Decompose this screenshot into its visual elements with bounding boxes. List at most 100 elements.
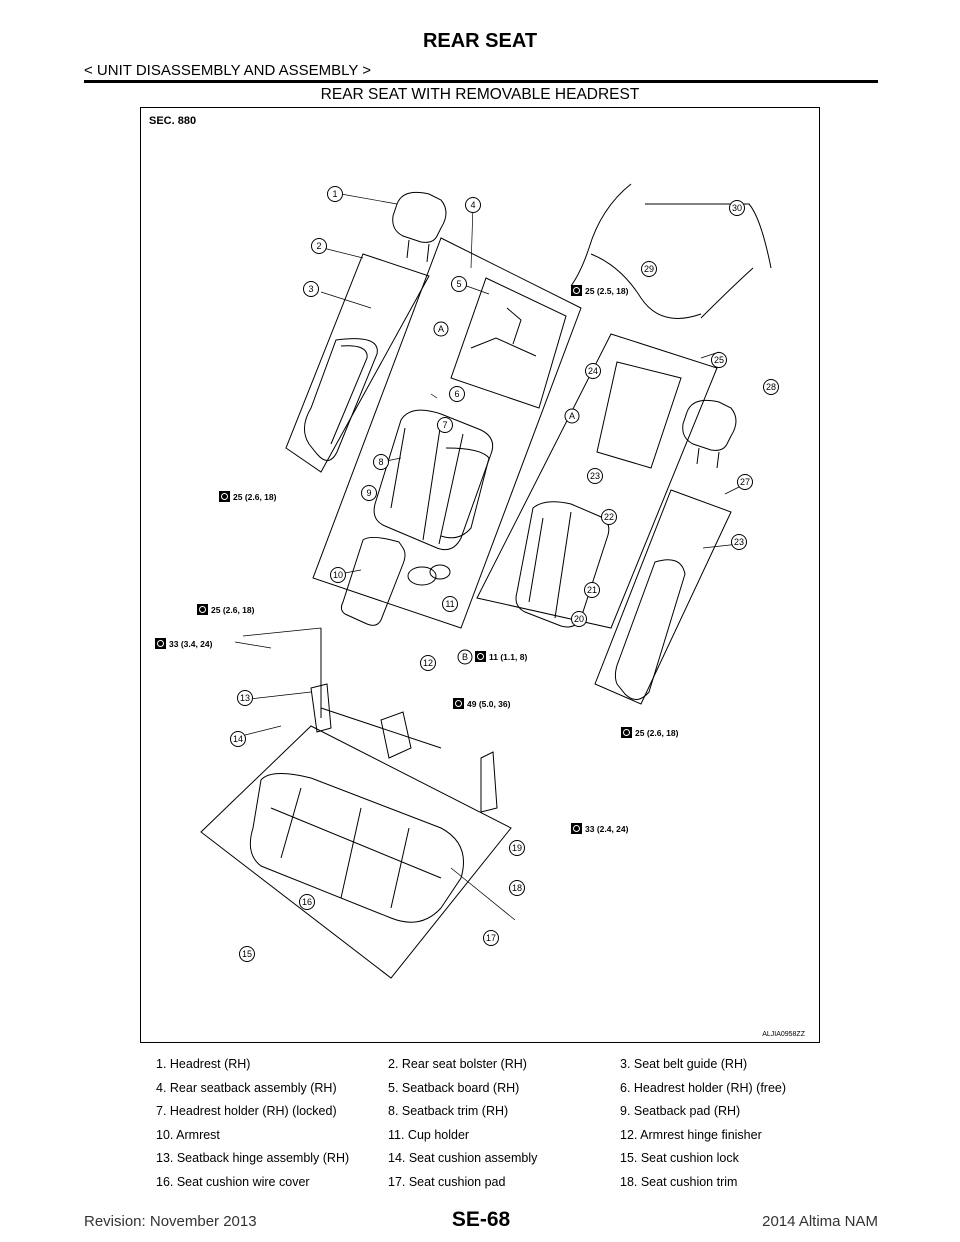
parts-legend: 1. Headrest (RH) 2. Rear seat bolster (R… <box>156 1057 856 1198</box>
svg-text:4: 4 <box>470 200 475 210</box>
page-number: SE-68 <box>451 1208 511 1231</box>
callout-10: 10 <box>330 567 346 583</box>
callout-14: 14 <box>230 731 246 747</box>
legend-item: 9. Seatback pad (RH) <box>620 1104 741 1118</box>
svg-text:19: 19 <box>512 843 522 853</box>
torque-spec: 33 (2.4, 24) <box>571 823 629 834</box>
legend-row: 1. Headrest (RH) 2. Rear seat bolster (R… <box>156 1057 856 1081</box>
legend-row: 10. Armrest 11. Cup holder 12. Armrest h… <box>156 1128 856 1152</box>
callout-17: 17 <box>483 930 499 946</box>
torque-spec: 33 (3.4, 24) <box>155 638 213 649</box>
callout-7: 7 <box>437 417 453 433</box>
svg-text:29: 29 <box>644 264 654 274</box>
svg-text:17: 17 <box>486 933 496 943</box>
callout-27: 27 <box>737 474 753 490</box>
torque-spec: 49 (5.0, 36) <box>453 698 511 709</box>
svg-text:9: 9 <box>366 488 371 498</box>
legend-item: 2. Rear seat bolster (RH) <box>388 1057 527 1071</box>
svg-text:21: 21 <box>587 585 597 595</box>
svg-text:B: B <box>462 652 468 662</box>
callout-13: 13 <box>237 690 253 706</box>
svg-text:28: 28 <box>766 382 776 392</box>
callout-28: 28 <box>763 379 779 395</box>
svg-text:49 (5.0, 36): 49 (5.0, 36) <box>467 699 511 709</box>
svg-text:27: 27 <box>740 477 750 487</box>
legend-item: 15. Seat cushion lock <box>620 1151 739 1165</box>
section-label: SEC. 880 <box>149 115 197 127</box>
seat-belt-guide-wire <box>570 183 772 319</box>
svg-text:2: 2 <box>316 241 321 251</box>
callout-18: 18 <box>509 880 525 896</box>
legend-item: 13. Seatback hinge assembly (RH) <box>156 1151 350 1165</box>
svg-text:25: 25 <box>714 355 724 365</box>
torque-wrench-icon <box>221 493 228 500</box>
rear-seat-bolster-panel <box>285 253 430 473</box>
legend-item: 7. Headrest holder (RH) (locked) <box>156 1104 337 1118</box>
seatback-hinge-parts <box>310 628 498 813</box>
callout-16: 16 <box>299 894 315 910</box>
reference-letter-b: B <box>457 649 473 665</box>
model-text: 2014 Altima NAM <box>762 1213 878 1230</box>
legend-item: 17. Seat cushion pad <box>388 1174 506 1189</box>
callout-30: 30 <box>729 200 745 216</box>
svg-text:12: 12 <box>423 658 433 668</box>
callout-24: 24 <box>585 363 601 379</box>
legend-item: 18. Seat cushion trim <box>620 1174 738 1189</box>
svg-text:13: 13 <box>240 693 250 703</box>
second-seatback-panel <box>476 333 718 629</box>
torque-wrench-icon <box>477 653 484 660</box>
svg-text:16: 16 <box>302 897 312 907</box>
torque-wrench-icon <box>623 729 630 736</box>
callout-9: 9 <box>361 485 377 501</box>
torque-wrench-icon <box>199 606 206 613</box>
svg-text:22: 22 <box>604 512 614 522</box>
torque-spec: 25 (2.6, 18) <box>197 604 255 615</box>
callout-21: 21 <box>584 582 600 598</box>
legend-row: 4. Rear seatback assembly (RH) 5. Seatba… <box>156 1081 856 1105</box>
legend-item: 10. Armrest <box>156 1127 220 1142</box>
svg-text:33 (2.4, 24): 33 (2.4, 24) <box>585 824 629 834</box>
svg-text:7: 7 <box>442 420 447 430</box>
svg-text:18: 18 <box>512 883 522 893</box>
svg-text:3: 3 <box>308 284 313 294</box>
callout-25: 25 <box>711 352 727 368</box>
legend-item: 8. Seatback trim (RH) <box>388 1104 509 1118</box>
svg-text:30: 30 <box>732 203 742 213</box>
svg-text:10: 10 <box>333 570 343 580</box>
callout-2: 2 <box>311 238 327 254</box>
legend-row: 7. Headrest holder (RH) (locked) 8. Seat… <box>156 1104 856 1128</box>
torque-spec: 25 (2.6, 18) <box>219 491 277 502</box>
legend-item: 4. Rear seatback assembly (RH) <box>156 1080 337 1095</box>
headrest-lh <box>682 399 737 469</box>
torque-wrench-icon <box>455 700 462 707</box>
svg-text:23: 23 <box>734 537 744 547</box>
svg-text:11: 11 <box>445 599 454 609</box>
callout-19: 19 <box>509 840 525 856</box>
callout-6: 6 <box>449 386 465 402</box>
legend-item: 16. Seat cushion wire cover <box>156 1174 310 1189</box>
callout-12: 12 <box>420 655 436 671</box>
rear-seatback-panel <box>312 237 582 629</box>
torque-spec: 25 (2.6, 18) <box>621 727 679 738</box>
right-bolster-panel <box>594 489 732 705</box>
svg-text:25 (2.5, 18): 25 (2.5, 18) <box>585 286 629 296</box>
torque-wrench-icon <box>157 640 164 647</box>
reference-letter-a: A <box>433 321 449 337</box>
svg-text:14: 14 <box>233 734 243 744</box>
revision-text: Revision: November 2013 <box>84 1213 257 1230</box>
svg-text:23: 23 <box>590 471 600 481</box>
legend-item: 12. Armrest hinge finisher <box>620 1127 762 1142</box>
callout-29: 29 <box>641 261 657 277</box>
callout-1: 1 <box>327 186 343 202</box>
callout-15: 15 <box>239 946 255 962</box>
callout-3: 3 <box>303 281 319 297</box>
headrest-rh <box>392 191 447 263</box>
legend-item: 14. Seat cushion assembly <box>388 1151 538 1165</box>
torque-spec: 25 (2.5, 18) <box>571 285 629 296</box>
callout-layer: 1234567891011121314151617181920212223232… <box>155 186 779 962</box>
svg-text:8: 8 <box>378 457 383 467</box>
svg-text:11 (1.1, 8): 11 (1.1, 8) <box>489 652 527 662</box>
legend-item: 6. Headrest holder (RH) (free) <box>620 1080 787 1095</box>
callout-11: 11 <box>442 596 458 612</box>
callout-22: 22 <box>601 509 617 525</box>
